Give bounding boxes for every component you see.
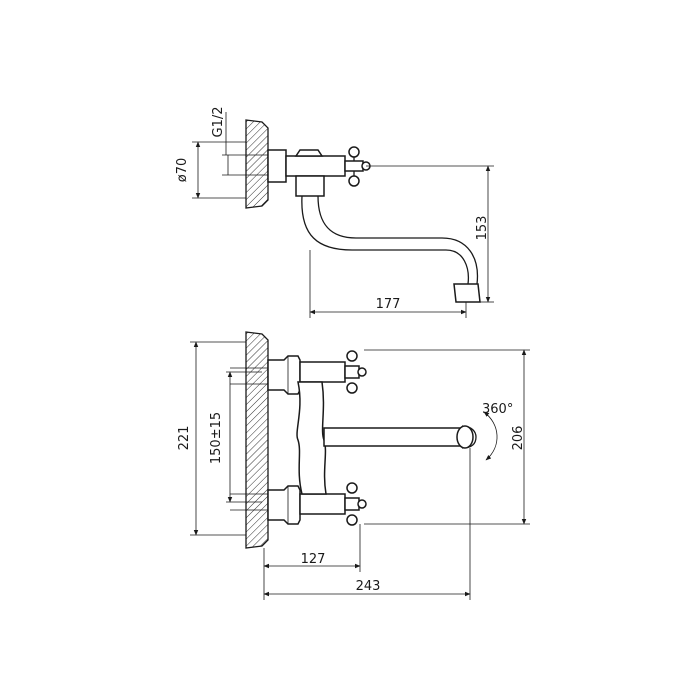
label-spout-reach: 177 — [376, 297, 401, 312]
front-wall-flange — [245, 331, 269, 549]
top-wall-nut — [267, 149, 287, 183]
label-total-depth: 243 — [356, 579, 381, 594]
label-rotation: 360° — [482, 402, 513, 417]
top-spout-collar — [295, 175, 325, 197]
front-lower-arm — [299, 493, 346, 515]
front-lower-nut — [267, 485, 301, 525]
rotation-arrow-icon — [483, 411, 498, 461]
top-view: ø70 G1/2 153 177 — [175, 107, 494, 318]
label-centers: 150±15 — [209, 412, 224, 464]
label-depth-handles: 127 — [301, 552, 326, 567]
front-spout-pipe — [323, 427, 463, 447]
top-wall-flange — [245, 119, 269, 209]
front-upper-nut — [267, 355, 301, 395]
top-spout-outer — [301, 195, 470, 285]
top-body-cap — [294, 149, 324, 157]
top-aerator — [453, 283, 481, 303]
front-mixer-body — [296, 381, 327, 495]
label-height: 153 — [475, 216, 490, 241]
front-upper-arm — [299, 361, 346, 383]
top-spout-inner — [317, 195, 479, 285]
top-cross-handle — [344, 146, 371, 187]
label-diameter: ø70 — [175, 158, 190, 183]
front-lower-cross-handle — [344, 482, 367, 526]
label-overall-height: 221 — [177, 426, 192, 451]
label-thread: G1/2 — [211, 107, 226, 138]
label-height-to-spout: 206 — [511, 426, 526, 451]
front-upper-cross-handle — [344, 350, 367, 394]
top-mixer-body — [285, 155, 346, 177]
front-view: 360° 221 150±15 206 127 243 — [177, 331, 530, 600]
front-spout-outlet — [456, 425, 474, 449]
